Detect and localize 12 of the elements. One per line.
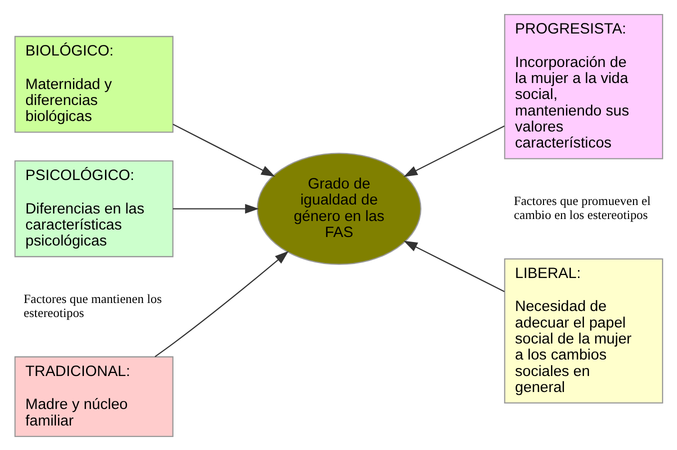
node-box: TRADICIONAL: Madre y núcleo familiar bbox=[14, 356, 174, 436]
arrow bbox=[404, 124, 505, 176]
arrow bbox=[404, 240, 505, 292]
node-box: PSICOLÓGICO: Diferencias en las características psicológicas bbox=[14, 160, 174, 257]
node-box: PROGRESISTA: Incorporación de la mujer a la vida social, manteniendo sus valores característicos bbox=[504, 14, 664, 159]
label: Factores que promueven el cambio en los estereotipos bbox=[514, 194, 651, 222]
node-box: LIBERAL: Necesidad de adecuar el papel social de la mujer a los cambios sociales en general bbox=[504, 258, 664, 404]
node-box: BIOLÓGICO: Maternidad y diferencias biológicas bbox=[14, 35, 174, 132]
arrow bbox=[172, 203, 259, 214]
arrow bbox=[172, 123, 276, 176]
label: Factores que mantienen los estereotipos bbox=[24, 292, 162, 320]
arrow bbox=[154, 250, 289, 357]
